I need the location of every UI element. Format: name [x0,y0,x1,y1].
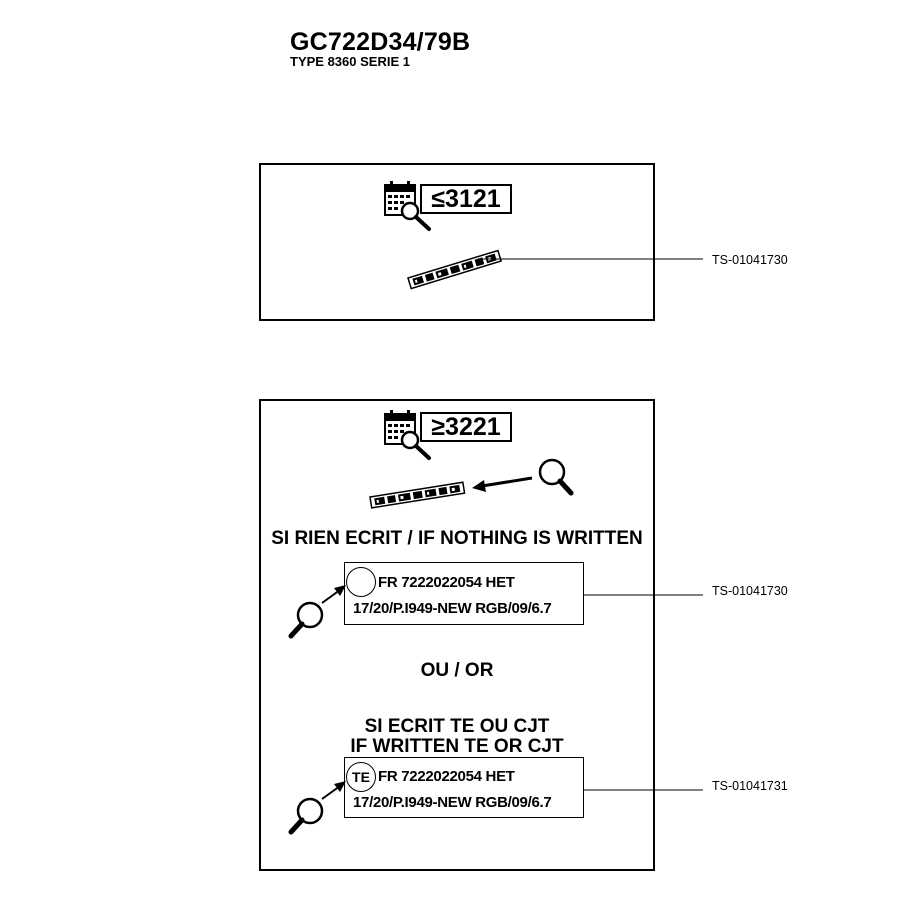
rating-label-2 [344,757,584,818]
panel-early-production [259,163,655,321]
label-2-line1: FR 7222022054 HET [378,768,515,785]
or-separator: OU / OR [420,660,494,681]
condition-written-line1: SI ECRIT TE OU CJT [364,716,550,737]
reference-label-1: TS-01041730 [712,584,788,598]
date-code-box-top: ≤3121 [420,184,512,214]
label-1-line2: 17/20/P.I949-NEW RGB/09/6.7 [353,600,552,617]
label-1-line1: FR 7222022054 HET [378,574,515,591]
rating-label-1 [344,562,584,625]
reference-top: TS-01041730 [712,253,788,267]
label-mark-circle-2: TE [346,762,376,792]
condition-nothing-written: SI RIEN ECRIT / IF NOTHING IS WRITTEN [271,528,643,549]
type-line: TYPE 8360 SERIE 1 [290,54,410,69]
reference-label-2: TS-01041731 [712,779,788,793]
condition-written-line2: IF WRITTEN TE OR CJT [350,736,564,757]
label-mark-circle-1 [346,567,376,597]
date-code-box-bottom: ≥3221 [420,412,512,442]
model-number: GC722D34/79B [290,28,471,56]
label-2-line2: 17/20/P.I949-NEW RGB/09/6.7 [353,794,552,811]
